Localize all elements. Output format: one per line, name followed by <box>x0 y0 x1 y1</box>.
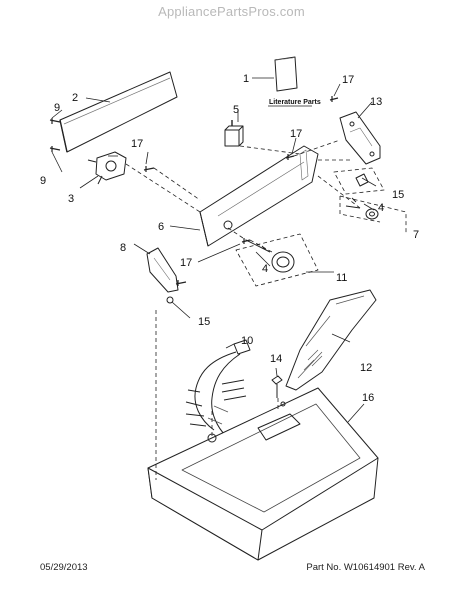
top-screw[interactable] <box>271 375 283 398</box>
console-end-cap-right[interactable] <box>339 111 381 165</box>
callout-17-center: 17 <box>290 128 302 140</box>
console-back-panel[interactable] <box>59 71 178 153</box>
watermark-text: AppliancePartsPros.com <box>158 4 305 19</box>
screws[interactable] <box>49 96 339 286</box>
literature-booklet[interactable] <box>274 56 298 92</box>
literature-parts-label: Literature Parts <box>269 99 321 106</box>
knob-assembly-right[interactable] <box>345 173 379 220</box>
callout-3: 3 <box>68 193 74 205</box>
callout-5: 5 <box>233 104 239 116</box>
callout-13: 13 <box>370 96 382 108</box>
wire-harness[interactable] <box>185 339 251 437</box>
callout-14: 14 <box>270 353 282 365</box>
callout-6: 6 <box>158 221 164 233</box>
footer-date: 05/29/2013 <box>40 562 88 573</box>
callout-10: 10 <box>241 335 253 347</box>
callout-4-lower: 4 <box>262 263 268 275</box>
callout-9-top: 9 <box>54 102 60 114</box>
console-panel[interactable] <box>199 145 319 247</box>
top-vent-panel[interactable] <box>285 289 377 391</box>
cabinet-top[interactable] <box>147 387 379 561</box>
selector-switch[interactable] <box>224 120 244 147</box>
leader-lines <box>51 77 377 423</box>
callout-16: 16 <box>362 392 374 404</box>
callout-17-lower: 17 <box>180 257 192 269</box>
callout-11: 11 <box>336 272 347 284</box>
callout-12: 12 <box>360 362 372 374</box>
callout-8: 8 <box>120 242 126 254</box>
callout-4-right: 4 <box>378 202 384 214</box>
callout-2: 2 <box>72 92 78 104</box>
callout-17-left: 17 <box>131 138 143 150</box>
callout-7: 7 <box>413 229 419 241</box>
console-end-cap-left[interactable] <box>146 247 179 304</box>
timer-assembly[interactable] <box>87 151 127 185</box>
footer-part-number: Part No. W10614901 Rev. A <box>306 562 425 573</box>
callout-1: 1 <box>243 73 249 85</box>
control-knob[interactable] <box>245 239 295 273</box>
callout-15-left: 15 <box>198 316 210 328</box>
callout-15-right: 15 <box>392 189 404 201</box>
assembly-lines <box>125 139 407 480</box>
callout-17-top-right: 17 <box>342 74 354 86</box>
callout-9-bottom: 9 <box>40 175 46 187</box>
